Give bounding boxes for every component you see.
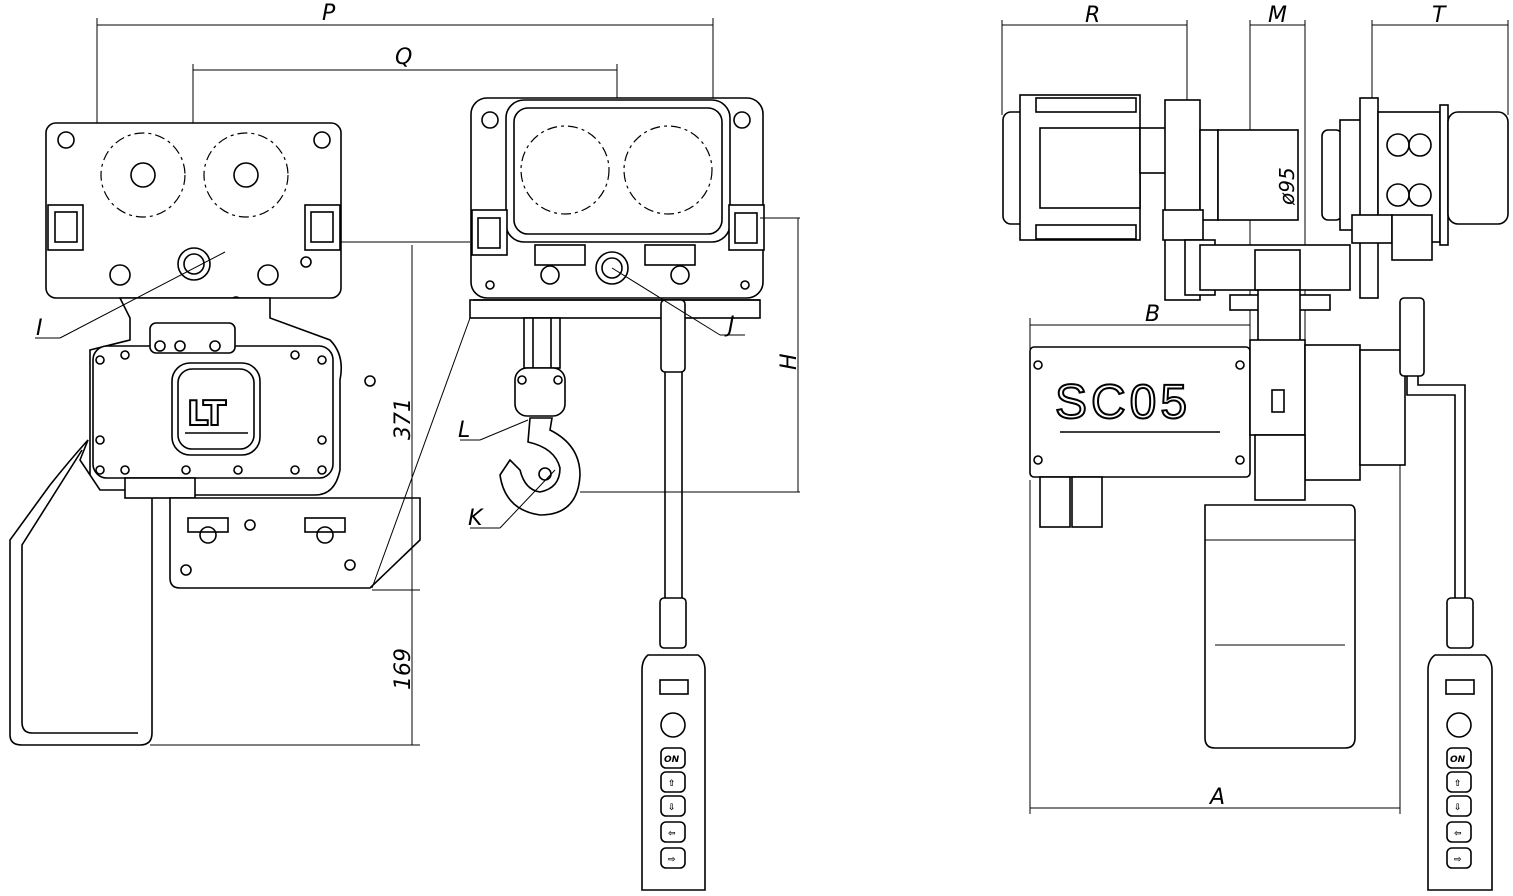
- right-shaft: [1199, 244, 1351, 351]
- label-371: 371: [391, 398, 416, 440]
- label-p: P: [322, 1, 336, 26]
- logo-lt: LT: [187, 394, 227, 434]
- label-a: A: [1208, 785, 1225, 810]
- callout-i: I: [36, 316, 43, 341]
- dimension-h: H: [777, 218, 802, 492]
- middle-pendant: ON ⇧ ⇩ ⇦ ⇨: [641, 299, 706, 891]
- btn-up-right: ⇧: [1454, 779, 1462, 789]
- right-pendant: ON ⇧ ⇩ ⇦ ⇨: [1399, 297, 1493, 891]
- left-chain-bag: [9, 439, 196, 746]
- right-motor-left: ø95: [1002, 94, 1299, 301]
- left-trolley: [45, 122, 470, 308]
- model-label: SC05: [1055, 376, 1191, 429]
- label-t: T: [1432, 3, 1447, 28]
- btn-right-right: ⇨: [1454, 855, 1462, 865]
- label-dia: ø95: [1275, 167, 1299, 206]
- left-hoist-body: LT: [89, 297, 376, 496]
- right-motor-right: [1321, 97, 1509, 299]
- label-169: 169: [391, 648, 416, 690]
- btn-left-right: ⇦: [1454, 829, 1462, 839]
- hook-block: [499, 317, 800, 516]
- right-chain-bag: [1204, 504, 1356, 749]
- callouts-left: I J L K: [35, 251, 745, 589]
- dimension-a: A: [1029, 465, 1401, 814]
- btn-on-mid: ON: [664, 755, 680, 765]
- btn-down-mid: ⇩: [668, 803, 676, 813]
- label-r: R: [1085, 3, 1100, 28]
- callout-l: L: [458, 418, 470, 443]
- label-m: M: [1268, 3, 1287, 28]
- btn-right-mid: ⇨: [668, 855, 676, 865]
- label-q: Q: [395, 45, 412, 70]
- label-h: H: [777, 353, 802, 370]
- btn-down-right: ⇩: [1454, 803, 1462, 813]
- right-hoist-body: SC05: [1029, 339, 1406, 528]
- dimension-b: B: [1029, 302, 1250, 350]
- callout-j: J: [724, 313, 735, 338]
- dimension-vertical-left: 371 169: [150, 245, 420, 746]
- callout-k: K: [468, 506, 484, 531]
- btn-up-mid: ⇧: [668, 779, 676, 789]
- middle-trolley: [469, 97, 800, 319]
- label-b: B: [1145, 302, 1160, 327]
- left-lower-plate: [169, 497, 421, 589]
- btn-left-mid: ⇦: [668, 829, 676, 839]
- btn-on-right: ON: [1450, 755, 1466, 765]
